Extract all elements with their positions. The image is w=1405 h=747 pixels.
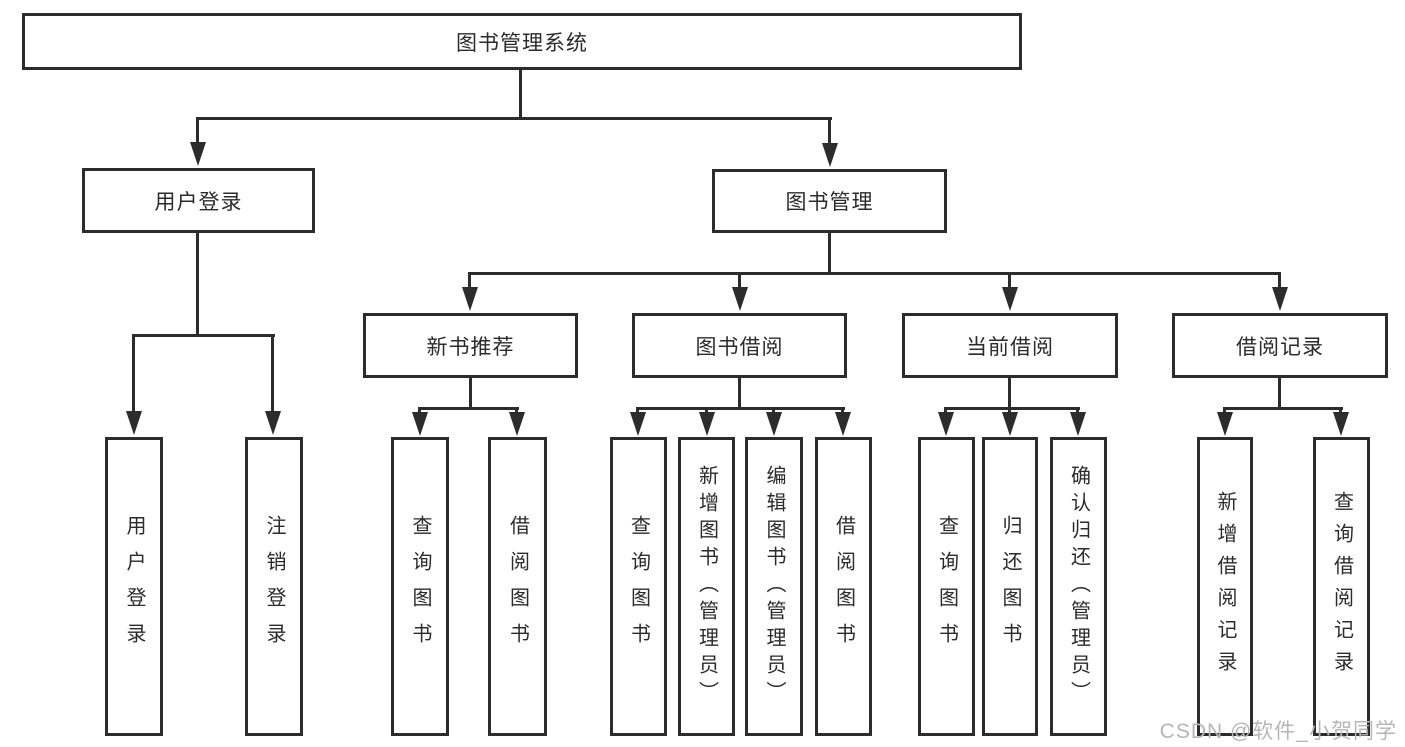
leaf-label: 借阅图书 <box>832 514 855 659</box>
node-new-book-recommendation: 新书推荐 <box>363 313 578 378</box>
leaf-confirm-return-admin: 确认归还（管理员） <box>1050 437 1107 736</box>
connector-records-stem <box>1278 376 1281 409</box>
node-current-borrowing: 当前借阅 <box>902 313 1118 378</box>
connector-new-book-rail <box>418 407 519 410</box>
leaf-query-borrow-record: 查询借阅记录 <box>1313 437 1370 736</box>
leaf-label: 确认归还（管理员） <box>1067 465 1090 708</box>
arrow-down-icon <box>126 336 142 435</box>
arrow-down-icon <box>822 118 838 167</box>
leaf-edit-books-admin: 编辑图书（管理员） <box>745 437 803 736</box>
arrow-down-icon <box>732 273 748 311</box>
arrow-down-icon <box>462 273 478 311</box>
node-user-login: 用户登录 <box>82 168 315 233</box>
node-root-library-management-system: 图书管理系统 <box>22 13 1022 70</box>
arrow-down-icon <box>699 408 715 436</box>
arrow-down-icon <box>265 336 281 435</box>
leaf-label: 新增图书（管理员） <box>695 465 718 708</box>
arrow-down-icon <box>1002 273 1018 311</box>
connector-current-stem <box>1008 376 1011 409</box>
node-label: 借阅记录 <box>1236 335 1324 359</box>
connector-user-login-stem <box>196 232 199 336</box>
connector-current-rail <box>944 407 1080 410</box>
leaf-return-books: 归还图书 <box>982 437 1038 736</box>
leaf-label: 查询图书 <box>627 514 650 659</box>
leaf-query-books-2: 查询图书 <box>610 437 667 736</box>
leaf-label: 新增借阅记录 <box>1214 490 1236 683</box>
leaf-borrow-books-2: 借阅图书 <box>815 437 872 736</box>
arrow-down-icon <box>835 408 851 436</box>
node-label: 图书管理系统 <box>456 31 588 55</box>
leaf-label: 查询借阅记录 <box>1330 490 1353 683</box>
arrow-down-icon <box>1333 408 1349 436</box>
connector-borrowing-rail <box>636 407 845 410</box>
arrow-down-icon <box>1002 408 1018 436</box>
node-borrowing-records: 借阅记录 <box>1172 313 1388 378</box>
leaf-add-borrow-record: 新增借阅记录 <box>1197 437 1253 736</box>
leaf-add-books-admin: 新增图书（管理员） <box>678 437 735 736</box>
node-label: 图书借阅 <box>695 335 784 359</box>
leaf-query-books-1: 查询图书 <box>391 437 449 736</box>
connector-borrowing-stem <box>738 376 741 409</box>
leaf-label: 查询图书 <box>935 514 958 659</box>
leaf-query-books-3: 查询图书 <box>918 437 975 736</box>
node-label: 用户登录 <box>154 190 243 214</box>
connector-book-mgmt-stem <box>828 232 831 274</box>
connector-level1-rail <box>196 117 832 120</box>
leaf-label: 借阅图书 <box>506 514 529 659</box>
leaf-user-login: 用户登录 <box>105 437 163 736</box>
arrow-down-icon <box>1217 408 1233 436</box>
arrow-down-icon <box>630 408 646 436</box>
leaf-label: 用户登录 <box>123 514 145 659</box>
arrow-down-icon <box>1070 408 1086 436</box>
leaf-label: 注销登录 <box>263 514 285 659</box>
node-book-borrowing: 图书借阅 <box>632 313 847 378</box>
node-label: 当前借阅 <box>966 335 1054 359</box>
arrow-down-icon <box>509 409 525 436</box>
node-label: 图书管理 <box>785 191 874 214</box>
leaf-label: 归还图书 <box>999 514 1021 659</box>
leaf-label: 编辑图书（管理员） <box>763 465 785 708</box>
connector-root-stem <box>519 68 522 119</box>
arrow-down-icon <box>412 409 428 436</box>
leaf-borrow-books-1: 借阅图书 <box>488 437 547 736</box>
watermark: CSDN @软件_小贺同学 <box>1159 720 1397 743</box>
arrow-down-icon <box>1272 273 1288 311</box>
connector-records-rail <box>1223 407 1343 410</box>
arrow-down-icon <box>938 408 954 436</box>
leaf-label: 查询图书 <box>409 514 431 659</box>
connector-user-login-rail <box>132 334 275 337</box>
connector-book-mgmt-rail <box>468 272 1281 275</box>
leaf-logout: 注销登录 <box>245 437 303 736</box>
node-book-management: 图书管理 <box>712 169 947 233</box>
connector-new-book-stem <box>469 376 472 409</box>
arrow-down-icon <box>190 118 206 166</box>
node-label: 新书推荐 <box>426 335 515 359</box>
arrow-down-icon <box>766 408 782 436</box>
